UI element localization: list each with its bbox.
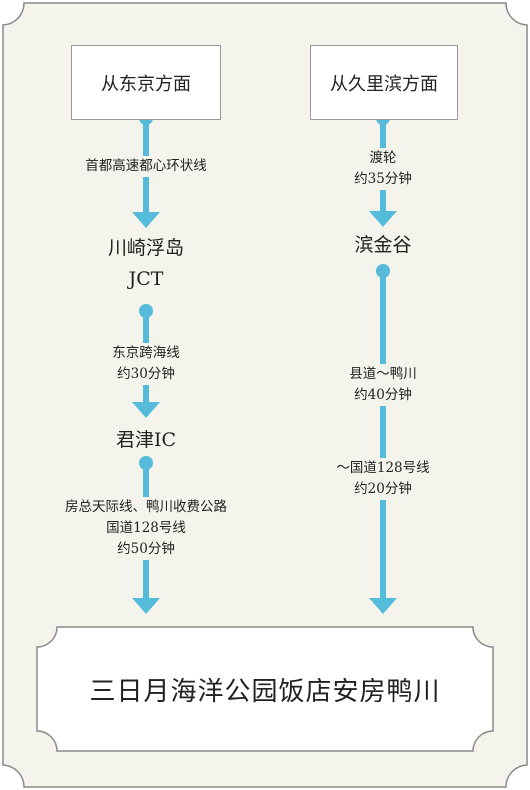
left-dot-3 <box>139 456 153 470</box>
right-segment-3-label: ～国道128号线 约20分钟 <box>336 458 430 500</box>
left-segment-2-label: 东京跨海线 约30分钟 <box>112 343 180 385</box>
left-arrowhead-1 <box>132 212 160 228</box>
node-kawasaki-ukishima: 川崎浮岛 <box>108 233 184 260</box>
right-segment-3-road: ～国道128号线 <box>336 458 430 479</box>
node-jct-label: JCT <box>128 268 164 290</box>
origin-box-kurihama: 从久里滨方面 <box>310 45 458 120</box>
right-segment-1-ferry: 渡轮 <box>354 148 412 169</box>
left-segment-2-road: 东京跨海线 <box>112 343 180 364</box>
node-jct: JCT <box>129 268 164 290</box>
node-kimitsu-ic-name: 君津IC <box>115 429 177 451</box>
right-segment-2-time: 约40分钟 <box>349 385 417 406</box>
left-segment-1-label: 首都高速都心环状线 <box>85 156 207 177</box>
node-kawasaki-ukishima-name: 川崎浮岛 <box>107 237 185 259</box>
right-segment-1-time: 约35分钟 <box>354 169 412 190</box>
left-segment-2-time: 约30分钟 <box>112 364 180 385</box>
right-segment-2-road: 县道～鸭川 <box>349 364 417 385</box>
left-arrowhead-3 <box>132 598 160 614</box>
left-dot-2 <box>139 304 153 318</box>
origin-label-tokyo: 从东京方面 <box>101 73 191 95</box>
destination-name: 三日月海洋公园饭店安房鸭川 <box>89 676 441 707</box>
destination-box: 三日月海洋公园饭店安房鸭川 <box>37 627 493 751</box>
right-segment-1-label: 渡轮 约35分钟 <box>354 148 412 190</box>
left-segment-3-road-a: 房总天际线、鸭川收费公路 <box>65 497 227 518</box>
right-dot-2 <box>376 264 390 278</box>
origin-label-kurihama: 从久里滨方面 <box>330 73 438 95</box>
right-segment-2-label: 县道～鸭川 约40分钟 <box>349 364 417 406</box>
left-segment-3-label: 房总天际线、鸭川收费公路 国道128号线 约50分钟 <box>65 497 227 560</box>
destination-frame <box>36 626 494 752</box>
right-arrowhead-2 <box>369 598 397 614</box>
left-segment-3-road-b: 国道128号线 <box>65 518 227 539</box>
node-hama-kanaya: 滨金谷 <box>354 230 411 257</box>
left-arrowhead-2 <box>132 402 160 418</box>
left-segment-1-road: 首都高速都心环状线 <box>85 156 207 177</box>
right-segment-3-time: 约20分钟 <box>336 479 430 500</box>
node-hama-kanaya-name: 滨金谷 <box>354 234 412 256</box>
origin-box-tokyo: 从东京方面 <box>71 45 221 120</box>
left-segment-3-time: 约50分钟 <box>65 539 227 560</box>
right-arrowhead-1 <box>369 211 397 227</box>
node-kimitsu-ic: 君津IC <box>116 425 176 452</box>
